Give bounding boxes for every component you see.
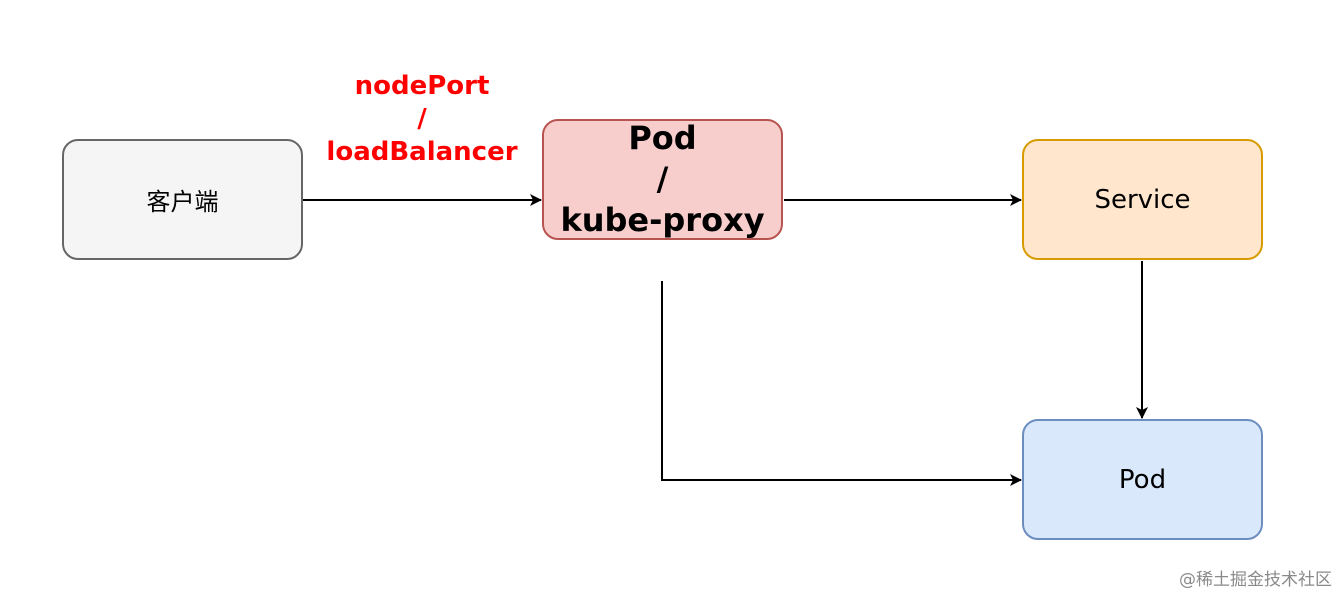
client-node: 客户端	[62, 139, 303, 260]
edge-label-line-2: /	[417, 104, 427, 134]
kube-proxy-node-line-2: /	[656, 160, 669, 198]
service-node-label: Service	[1094, 184, 1191, 215]
edge-label-line-3: loadBalancer	[326, 137, 518, 167]
service-node: Service	[1022, 139, 1263, 260]
kube-proxy-node: Pod / kube-proxy	[542, 119, 783, 240]
pod-node-label: Pod	[1118, 464, 1167, 495]
edge-kube-proxy-to-pod	[661, 281, 1022, 486]
pod-node: Pod	[1022, 419, 1263, 540]
kube-proxy-node-line-1: Pod	[628, 119, 697, 157]
client-node-label: 客户端	[146, 188, 219, 216]
edge-label-nodeport-loadbalancer: nodePort / loadBalancer	[300, 70, 544, 169]
kube-proxy-node-line-3: kube-proxy	[560, 201, 765, 239]
watermark: @稀土掘金技术社区	[1179, 570, 1332, 590]
edge-label-line-1: nodePort	[354, 71, 490, 101]
